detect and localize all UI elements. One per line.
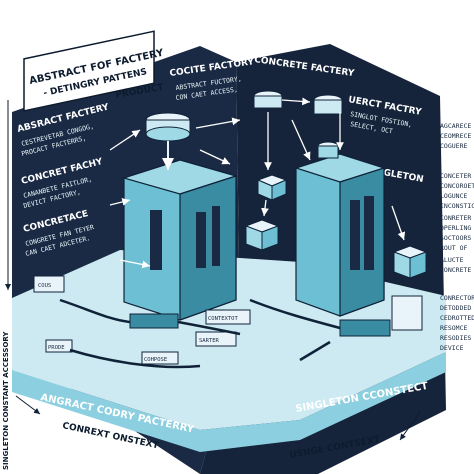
label-left-vertical: SINGLETON CONSTANT ACCESSORY [2,331,10,470]
right-col-8: CONRETER [440,214,471,222]
left-machine-tower [121,159,239,321]
right-col-5: CONCOROET [440,182,474,190]
right-box-icon [392,245,428,279]
box-label-1: COUS [38,283,51,289]
right-col-9: OPERLING [440,224,471,232]
right-column-text: AGCARECE CEOMRECE COGUERE CONCETER CONCO… [440,122,474,352]
mid-cylinder-icon-2 [313,94,343,115]
right-col-3: COGUERE [440,142,467,150]
right-col-14: CONRECTOR [440,294,474,302]
right-col-11: ROUT OF [440,244,467,252]
right-col-1: AGCARECE [440,122,471,130]
box-label-2: SARTER [199,338,220,344]
platform-box-4: CONTEXTOT [205,309,251,325]
box-label-4: CONTEXTOT [208,316,238,322]
right-col-12: ALUCTE [440,256,464,264]
right-col-2: CEOMRECE [440,132,471,140]
box-label-3: PRODE [48,345,65,351]
title-box: ABSTRACT FOF FACTERY - DETINGRY PATTENS [23,30,165,112]
right-col-19: DEVICE [440,344,464,352]
box-label-5: COHPOSE [144,357,167,363]
right-col-6: LOGUNCE [440,192,467,200]
right-col-13: CONCRETE [440,266,471,274]
platform-front [12,352,446,452]
bottom-right-arrow [399,411,421,441]
right-col-10: SOCTOORS [440,234,471,242]
mid-cylinder-icon-1 [253,90,283,109]
right-machine-tower [294,153,386,317]
platform-box-5: COHPOSE [141,351,179,365]
right-col-16: CEDROTTED [440,314,474,322]
right-col-7: INCONSTICT [440,202,474,210]
platform-box-2: SARTER [195,331,237,347]
connector-pipes [59,298,341,369]
right-col-15: DETODDED [440,304,471,312]
mid-box-icon-2 [244,219,280,251]
bottom-left-arrow [15,395,41,415]
right-col-18: RESODIES [440,334,471,342]
mid-box-icon-1 [256,174,288,201]
right-col-17: RESOMCE [440,324,467,332]
left-cylinder-icon [145,112,191,170]
platform-box-1: COUS [33,275,65,293]
right-col-4: CONCETER [440,172,471,180]
platform-box-3: PRODE [45,339,73,353]
flow-arrows [109,97,406,269]
right-cylinder-icon [317,141,339,159]
